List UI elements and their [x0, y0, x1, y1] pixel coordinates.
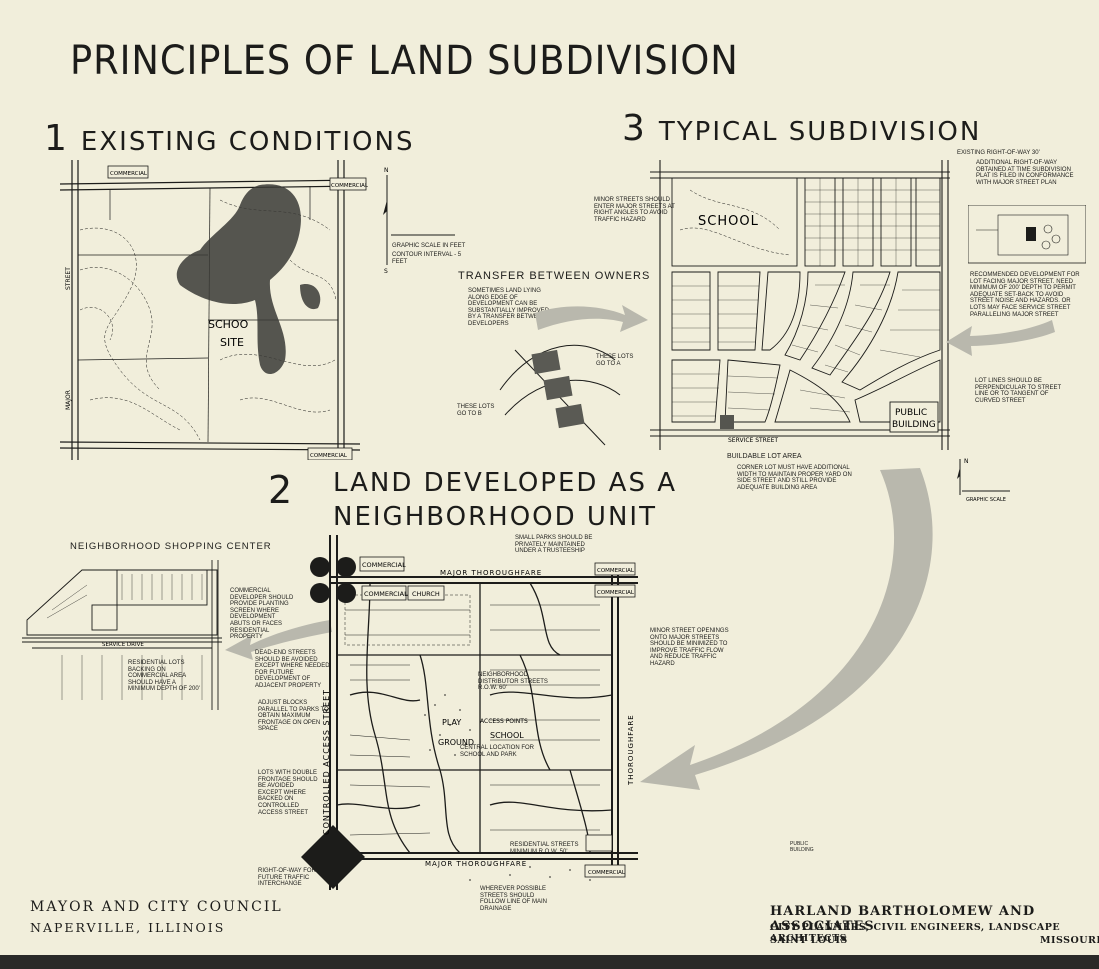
section-3-number: 3 — [622, 108, 647, 149]
existing-conditions-map: COMMERCIAL COMMERCIAL COMMERCIAL STREET … — [60, 160, 369, 460]
adjust-blocks-note: ADJUST BLOCKS PARALLEL TO PARKS TO OBTAI… — [258, 700, 329, 733]
section-3-scale-label: GRAPHIC SCALE — [966, 497, 1006, 503]
lots-to-a: THESE LOTS GO TO A — [596, 354, 634, 367]
public-label: PUBLIC — [895, 408, 927, 418]
firm-state: MISSOURI — [1040, 935, 1099, 946]
service-drive-label: SERVICE DRIVE — [102, 642, 144, 648]
shopping-center-title: NEIGHBORHOOD SHOPPING CENTER — [70, 541, 272, 552]
school-label: SCHOOL — [490, 731, 524, 740]
section-2-title-line2: NEIGHBORHOOD UNIT — [333, 502, 657, 532]
firm-disciplines: CITY PLANNERS, CIVIL ENGINEERS, LANDSCAP… — [770, 922, 1061, 944]
north-label: N — [384, 167, 389, 174]
building-label: BUILDING — [892, 420, 936, 430]
firm-city: SAINT LOUIS — [770, 935, 848, 946]
central-location-note: CENTRAL LOCATION FOR SCHOOL AND PARK — [460, 745, 535, 758]
ground-label: GROUND — [438, 738, 474, 747]
commercial-a-label: COMMERCIAL — [362, 561, 406, 569]
section-1-title: 1 EXISTING CONDITIONS — [44, 118, 414, 159]
corner-lot-note: CORNER LOT MUST HAVE ADDITIONAL WIDTH TO… — [737, 465, 852, 491]
school-site-label-2: SITE — [220, 336, 244, 349]
major-thoroughfare-bottom: MAJOR THOROUGHFARE — [425, 860, 527, 868]
section-1-number: 1 — [44, 118, 69, 159]
distributor-note: NEIGHBORHOOD DISTRIBUTOR STREETS R.O.W. … — [478, 672, 548, 692]
scale-note: GRAPHIC SCALE IN FEET — [392, 243, 466, 249]
client-line-1: MAYOR AND CITY COUNCIL — [30, 899, 283, 915]
right-of-way-note: RIGHT-OF-WAY FOR FUTURE TRAFFIC INTERCHA… — [258, 868, 316, 888]
client-line-2: NAPERVILLE, ILLINOIS — [30, 920, 226, 935]
minor-openings-note: MINOR STREET OPENINGS ONTO MAJOR STREETS… — [650, 628, 729, 667]
lot-lines-note: LOT LINES SHOULD BE PERPENDICULAR TO STR… — [975, 378, 1062, 404]
bottom-edge-strip — [0, 955, 1099, 969]
commercial-top-label: COMMERCIAL — [110, 171, 148, 177]
thoroughfare-right: THOROUGHFARE — [627, 714, 635, 786]
recommended-note: RECOMMENDED DEVELOPMENT FOR LOT FACING M… — [970, 272, 1080, 318]
page-title: PRINCIPLES OF LAND SUBDIVISION — [70, 38, 739, 84]
section-1-title-text: EXISTING CONDITIONS — [80, 127, 415, 157]
access-points-label: ACCESS POINTS — [480, 718, 528, 725]
street-label: STREET — [65, 267, 72, 290]
service-street-label: SERVICE STREET — [728, 437, 778, 444]
section-3-title-text: TYPICAL SUBDIVISION — [658, 117, 982, 147]
major-thoroughfare-top: MAJOR THOROUGHFARE — [440, 569, 542, 577]
transfer-title: TRANSFER BETWEEN OWNERS — [458, 270, 651, 282]
sub-school-label: SCHOOL — [698, 214, 759, 229]
commercial-d-label: COMMERCIAL — [597, 590, 635, 596]
additional-row-note: ADDITIONAL RIGHT-OF-WAY OBTAINED AT TIME… — [976, 160, 1074, 186]
major-label: MAJOR — [65, 390, 72, 410]
commercial-right-label: COMMERCIAL — [331, 183, 369, 189]
firm-name: HARLAND BARTHOLOMEW AND ASSOCIATES — [770, 904, 1036, 934]
commercial-c-label: COMMERCIAL — [597, 568, 635, 574]
transfer-diagram — [499, 344, 621, 446]
shopping-center-diagram: SERVICE DRIVE — [22, 560, 222, 710]
typical-subdivision-map: SCHOOL PUBLIC BUILDING SERVICE STREET — [650, 160, 950, 450]
section-3-title: 3 TYPICAL SUBDIVISION — [622, 108, 981, 149]
neighborhood-unit-map: COMMERCIAL COMMERCIAL CHURCH COMMERCIAL … — [301, 535, 638, 890]
commercial-developer-note: COMMERCIAL DEVELOPER SHOULD PROVIDE PLAN… — [230, 588, 294, 641]
church-label: CHURCH — [412, 590, 440, 598]
play-label: PLAY — [442, 718, 461, 727]
section-3-north-arrow: N GRAPHIC SCALE — [957, 458, 1010, 503]
school-site-label-1: SCHOO — [208, 318, 249, 331]
commercial-e-label: COMMERCIAL — [588, 870, 626, 876]
section-3-north-label: N — [964, 458, 969, 465]
existing-row-note: EXISTING RIGHT-OF-WAY 30' — [957, 150, 1040, 156]
transfer-note: SOMETIMES LAND LYING ALONG EDGE OF DEVEL… — [468, 288, 550, 327]
section-2-title-line1: LAND DEVELOPED AS A — [333, 468, 678, 498]
lots-to-b: THESE LOTS GO TO B — [457, 404, 495, 417]
minor-streets-note: MINOR STREETS SHOULD ENTER MAJOR STREETS… — [594, 197, 675, 223]
buildable-note: BUILDABLE LOT AREA — [727, 453, 802, 460]
drainage-note: WHEREVER POSSIBLE STREETS SHOULD FOLLOW … — [480, 886, 548, 912]
controlled-access-label: CONTROLLED ACCESS STREET — [322, 689, 331, 835]
commercial-b-label: COMMERCIAL — [364, 590, 408, 598]
lot-inset-diagram — [968, 205, 1086, 264]
south-label: S — [384, 268, 388, 275]
small-parks-note: SMALL PARKS SHOULD BE PRIVATELY MAINTAIN… — [515, 535, 593, 555]
dead-end-note: DEAD-END STREETS SHOULD BE AVOIDED EXCEP… — [255, 650, 330, 689]
section-2-number: 2 — [268, 468, 293, 512]
commercial-bottom-label: COMMERCIAL — [310, 453, 348, 459]
residential-streets-note: RESIDENTIAL STREETS MINIMUM R.O.W. 50' — [510, 842, 579, 855]
double-frontage-note: LOTS WITH DOUBLE FRONTAGE SHOULD BE AVOI… — [258, 770, 318, 816]
section-1-north-arrow: N S — [383, 167, 455, 275]
residential-lots-note: RESIDENTIAL LOTS BACKING ON COMMERCIAL A… — [128, 660, 200, 693]
public-building-label: PUBLIC BUILDING — [790, 841, 814, 853]
contour-note: CONTOUR INTERVAL - 5 FEET — [392, 252, 462, 265]
